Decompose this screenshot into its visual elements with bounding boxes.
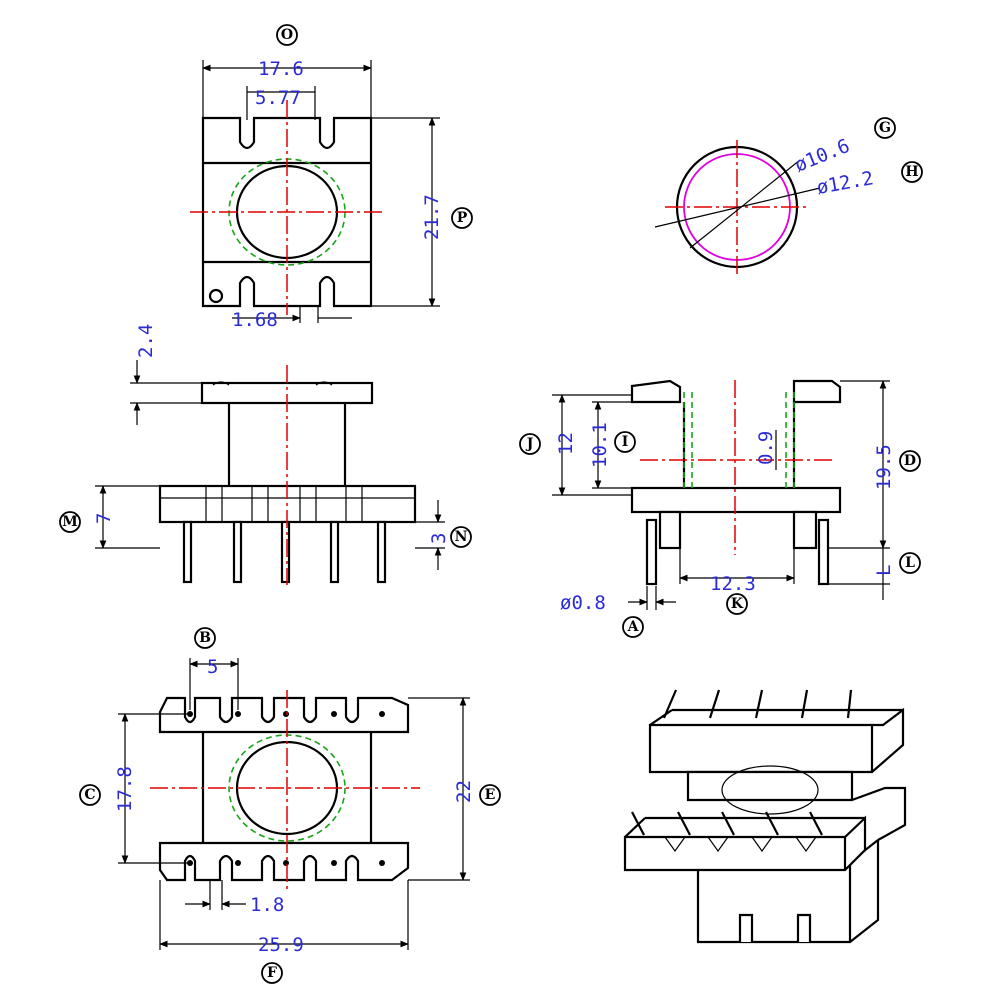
svg-text:B: B xyxy=(199,630,211,646)
label-k: K xyxy=(726,593,748,615)
bottom-view: 5 17.8 22 1.8 25.9 B C E xyxy=(79,627,501,984)
svg-text:E: E xyxy=(485,787,496,803)
dim-top-width: 17.6 xyxy=(258,58,304,80)
svg-text:K: K xyxy=(731,596,744,612)
dim-top-height: 21.7 xyxy=(421,194,443,240)
svg-text:A: A xyxy=(627,619,640,635)
svg-text:F: F xyxy=(267,965,277,981)
label-i: I xyxy=(614,431,636,453)
label-p: P xyxy=(451,207,473,229)
label-d: D xyxy=(899,450,921,472)
dim-pin-dia: ø0.8 xyxy=(560,592,606,614)
dim-bottom-depth: 17.8 xyxy=(114,766,136,812)
svg-text:P: P xyxy=(457,210,468,226)
label-l: L xyxy=(899,552,921,574)
label-b: B xyxy=(194,627,216,649)
dim-inner-height: 10.1 xyxy=(589,422,611,468)
svg-text:H: H xyxy=(905,164,918,180)
label-j: J xyxy=(519,433,541,455)
dim-inner-window: 12 xyxy=(555,432,577,455)
diameter-view: ø10.6 ø12.2 G H xyxy=(654,117,923,275)
label-c: C xyxy=(79,784,101,806)
svg-text:L: L xyxy=(905,555,915,571)
dim-base-height: 7 xyxy=(93,513,115,524)
dim-pin-pitch: 5 xyxy=(207,656,218,678)
svg-text:G: G xyxy=(879,120,891,136)
label-g: G xyxy=(874,117,896,139)
dim-inner-dia: ø10.6 xyxy=(792,135,853,177)
label-a: A xyxy=(622,616,644,638)
dim-slot-spacing: 5.77 xyxy=(255,87,301,109)
svg-text:I: I xyxy=(622,434,629,450)
dim-slot-width: 1.68 xyxy=(232,309,278,331)
dim-outer-dia: ø12.2 xyxy=(815,167,875,199)
svg-text:M: M xyxy=(62,514,78,530)
dim-bottom-slot: 1.8 xyxy=(250,894,284,916)
dim-bottom-width: 25.9 xyxy=(258,934,304,956)
label-h: H xyxy=(901,161,923,183)
dim-bottom-outer: 22 xyxy=(453,780,475,803)
svg-text:O: O xyxy=(281,27,293,43)
dim-overall-height: 19.5 xyxy=(873,444,895,490)
front-view: 2.4 7 3 M N xyxy=(59,324,472,585)
side-view: 12 10.1 0.9 19.5 L 12.3 ø0.8 J xyxy=(519,379,921,638)
dim-pin-length: L xyxy=(873,565,895,576)
label-m: M xyxy=(59,511,81,533)
dim-flange-thickness: 2.4 xyxy=(135,324,157,358)
dim-wall: 0.9 xyxy=(755,431,777,465)
label-o: O xyxy=(276,24,298,46)
svg-text:C: C xyxy=(84,787,95,803)
isometric-view xyxy=(623,689,907,944)
svg-text:J: J xyxy=(525,436,534,452)
dim-pin-stub: 3 xyxy=(428,533,450,544)
dim-core-width: 12.3 xyxy=(710,573,756,595)
label-e: E xyxy=(479,784,501,806)
label-f: F xyxy=(261,962,283,984)
label-n: N xyxy=(450,526,472,548)
svg-text:D: D xyxy=(904,453,916,469)
top-view: 17.6 5.77 21.7 1.68 O P xyxy=(190,24,473,331)
svg-text:N: N xyxy=(455,529,468,545)
